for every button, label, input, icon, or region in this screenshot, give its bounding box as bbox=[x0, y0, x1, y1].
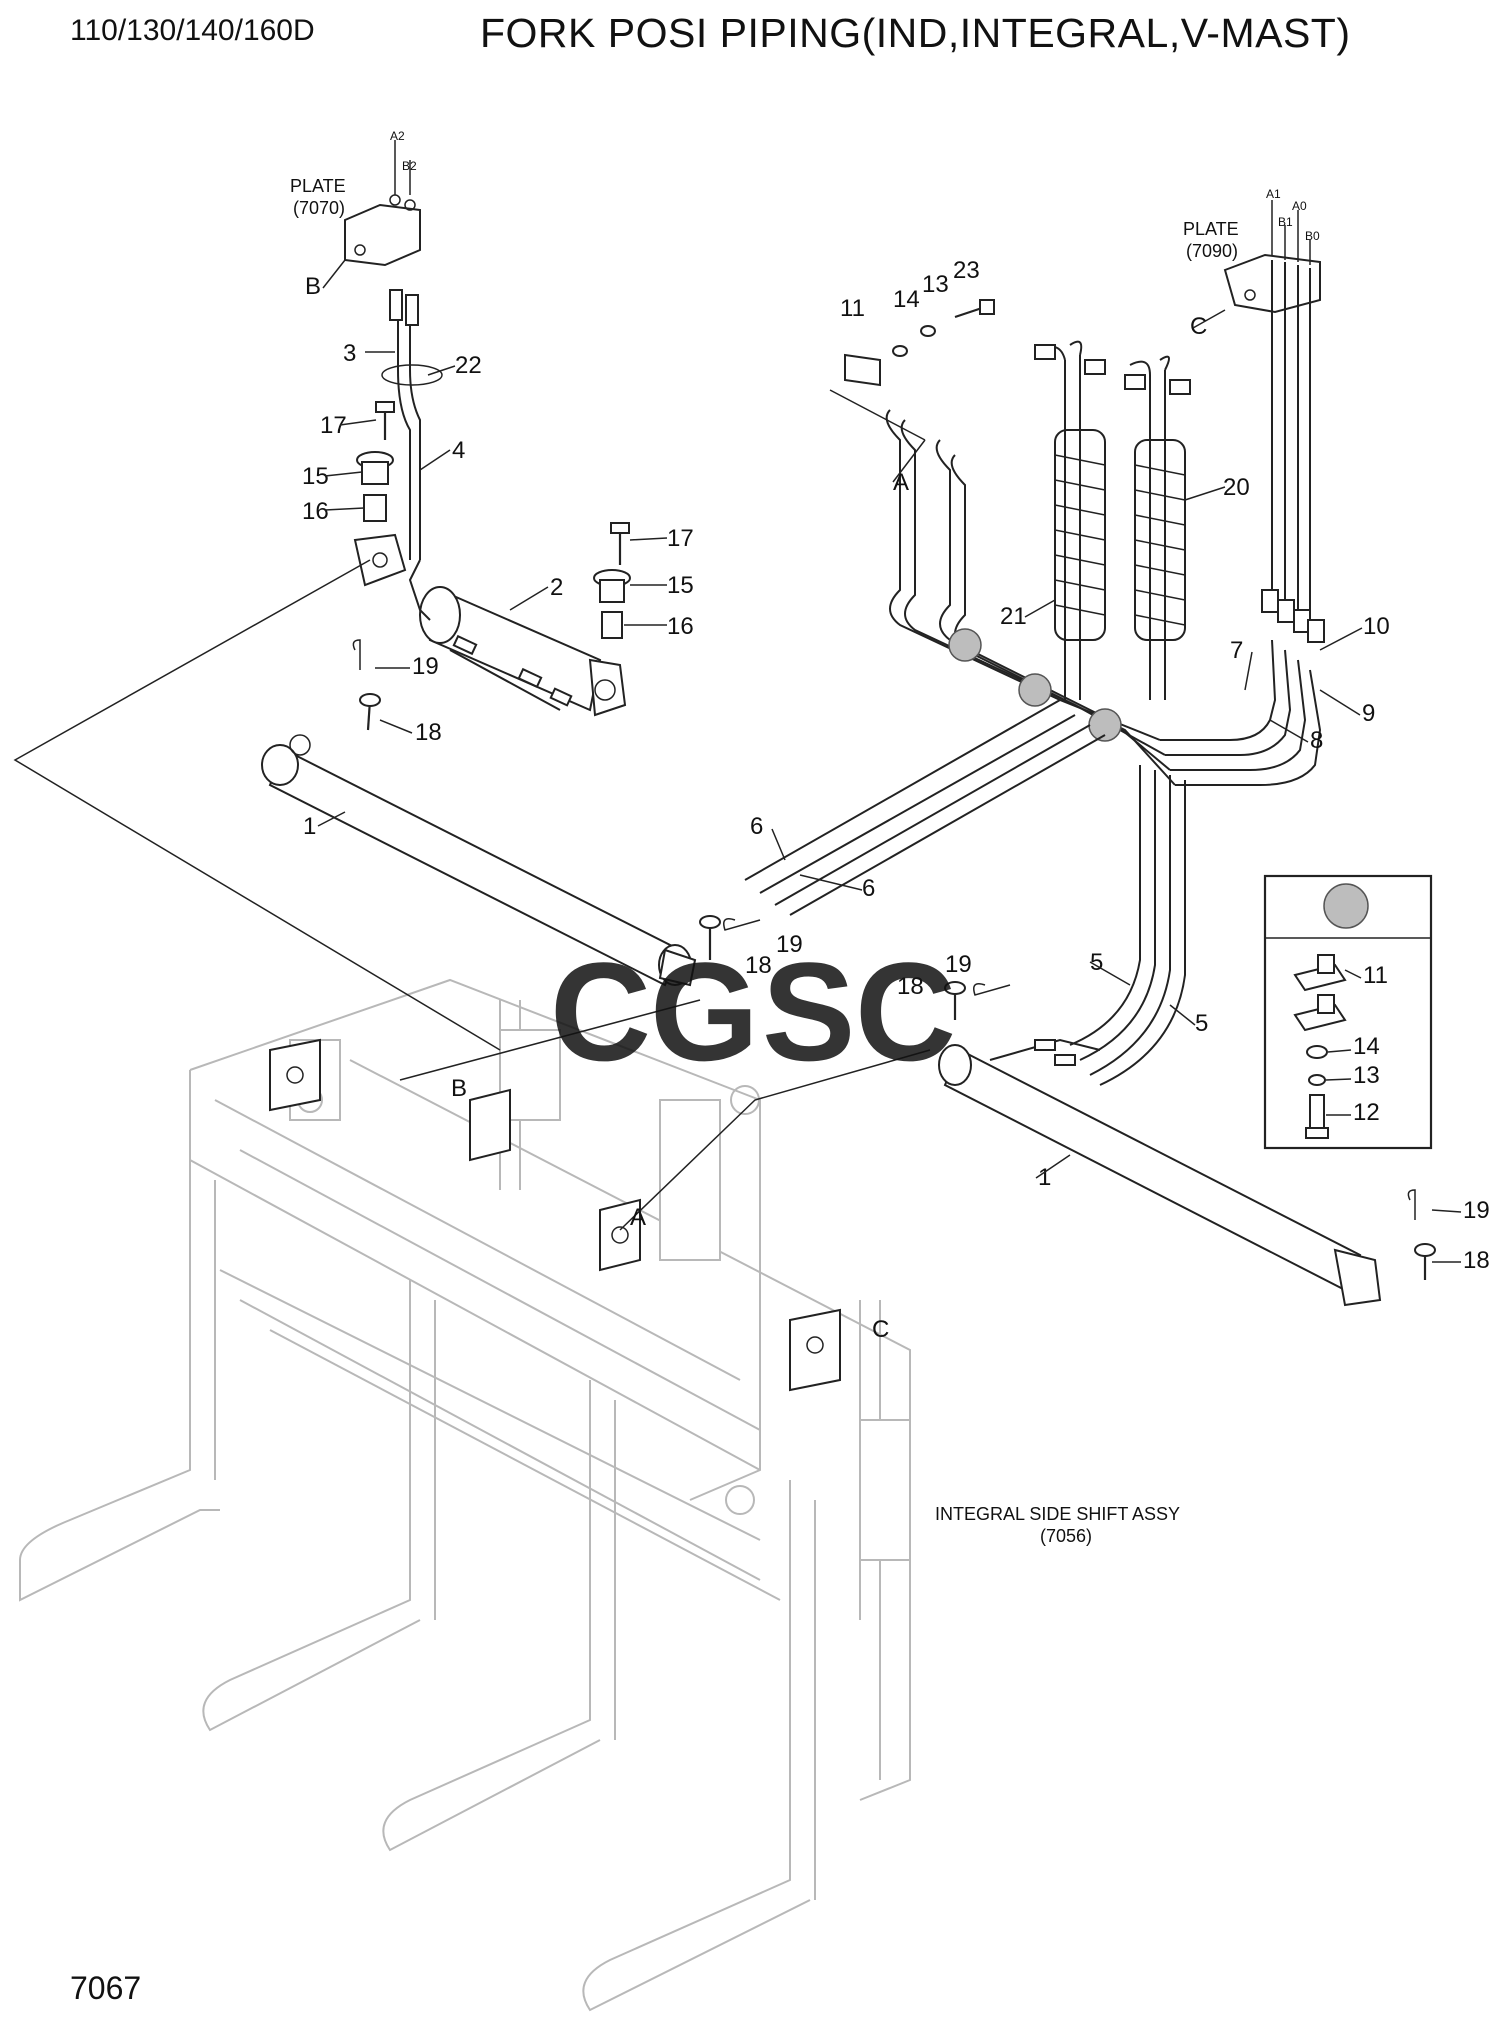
cylinder-left bbox=[261, 639, 761, 987]
callout-18: 18 bbox=[415, 719, 442, 746]
callout-22: 22 bbox=[455, 352, 482, 379]
legend-label-11a: 11 bbox=[1363, 962, 1388, 989]
plate-left-name: PLATE bbox=[290, 176, 346, 196]
watermark-letter-g: G bbox=[650, 933, 759, 1090]
right-plate-group bbox=[744, 200, 1325, 1086]
legend-label-14: 14 bbox=[1353, 1033, 1380, 1060]
callout-17: 17 bbox=[320, 412, 347, 439]
callout-6b: 6 bbox=[862, 875, 875, 902]
callout-letter-a-bottom: A bbox=[630, 1204, 646, 1231]
plate-right-name: PLATE bbox=[1183, 219, 1239, 239]
callout-11: 11 bbox=[840, 295, 865, 322]
callout-letter-c-top: C bbox=[1190, 313, 1207, 340]
model-range: 110/130/140/160D bbox=[70, 14, 315, 47]
port-a1: A1 bbox=[1266, 187, 1281, 201]
callout-21: 21 bbox=[1000, 603, 1027, 630]
callout-9: 9 bbox=[1362, 700, 1375, 727]
callout-15: 15 bbox=[302, 463, 329, 490]
port-a2: A2 bbox=[390, 129, 405, 143]
callout-18b: 18 bbox=[745, 952, 772, 979]
callout-letter-b-bottom: B bbox=[451, 1075, 467, 1102]
watermark-logo: C G S C bbox=[550, 933, 956, 1090]
page-title: FORK POSI PIPING(IND,INTEGRAL,V-MAST) bbox=[480, 10, 1351, 56]
leader-a bbox=[619, 1049, 931, 1231]
callout-5a: 5 bbox=[1090, 949, 1103, 976]
leader-b2 bbox=[399, 999, 701, 1081]
callout-15b: 15 bbox=[667, 572, 694, 599]
callout-16b: 16 bbox=[667, 613, 694, 640]
callout-13: 13 bbox=[922, 271, 949, 298]
callout-1b: 1 bbox=[1038, 1164, 1051, 1191]
callout-19d: 19 bbox=[1463, 1197, 1490, 1224]
callout-6a: 6 bbox=[750, 813, 763, 840]
legend-label-12: 12 bbox=[1353, 1099, 1380, 1126]
callout-1: 1 bbox=[303, 813, 316, 840]
callout-18c: 18 bbox=[897, 973, 924, 1000]
callout-19c: 19 bbox=[945, 951, 972, 978]
callout-letter-b-top: B bbox=[305, 273, 321, 300]
callout-19: 19 bbox=[412, 653, 439, 680]
callout-5b: 5 bbox=[1195, 1010, 1208, 1037]
callout-16: 16 bbox=[302, 498, 329, 525]
callout-letter-a-top: A bbox=[893, 469, 909, 496]
port-a0: A0 bbox=[1292, 199, 1307, 213]
left-plate-group bbox=[344, 140, 631, 717]
watermark-letter-s: S bbox=[762, 933, 855, 1090]
port-b0: B0 bbox=[1305, 229, 1320, 243]
side-shift-carriage bbox=[19, 978, 911, 2012]
callout-3: 3 bbox=[343, 340, 356, 367]
callout-19b: 19 bbox=[776, 931, 803, 958]
callout-4: 4 bbox=[452, 437, 465, 464]
legend-label-13: 13 bbox=[1353, 1062, 1380, 1089]
clamp-11 bbox=[844, 353, 881, 387]
callout-14: 14 bbox=[893, 286, 920, 313]
callout-7: 7 bbox=[1230, 637, 1243, 664]
watermark-letter-c2: C bbox=[855, 933, 956, 1090]
assembly-name: INTEGRAL SIDE SHIFT ASSY bbox=[935, 1504, 1180, 1524]
plate-left-ref: (7070) bbox=[293, 198, 345, 218]
coil-20 bbox=[1134, 439, 1186, 641]
callout-18d: 18 bbox=[1463, 1247, 1490, 1274]
watermark-letter-c1: C bbox=[550, 933, 651, 1090]
callout-2: 2 bbox=[550, 574, 563, 601]
cylinder-right bbox=[938, 981, 1436, 1307]
callout-10: 10 bbox=[1363, 613, 1390, 640]
leader-b bbox=[13, 559, 501, 1051]
legend-box bbox=[1263, 874, 1433, 1150]
port-b2: B2 bbox=[402, 159, 417, 173]
assembly-ref: (7056) bbox=[1040, 1526, 1092, 1546]
callout-20: 20 bbox=[1223, 474, 1250, 501]
plate-b bbox=[344, 203, 421, 267]
callout-8: 8 bbox=[1310, 727, 1323, 754]
plate-right-ref: (7090) bbox=[1186, 241, 1238, 261]
port-b1: B1 bbox=[1278, 215, 1293, 229]
callout-23: 23 bbox=[953, 257, 980, 284]
callout-17b: 17 bbox=[667, 525, 694, 552]
callout-letter-c-bottom: C bbox=[872, 1316, 889, 1343]
page-number: 7067 bbox=[70, 1970, 142, 2006]
